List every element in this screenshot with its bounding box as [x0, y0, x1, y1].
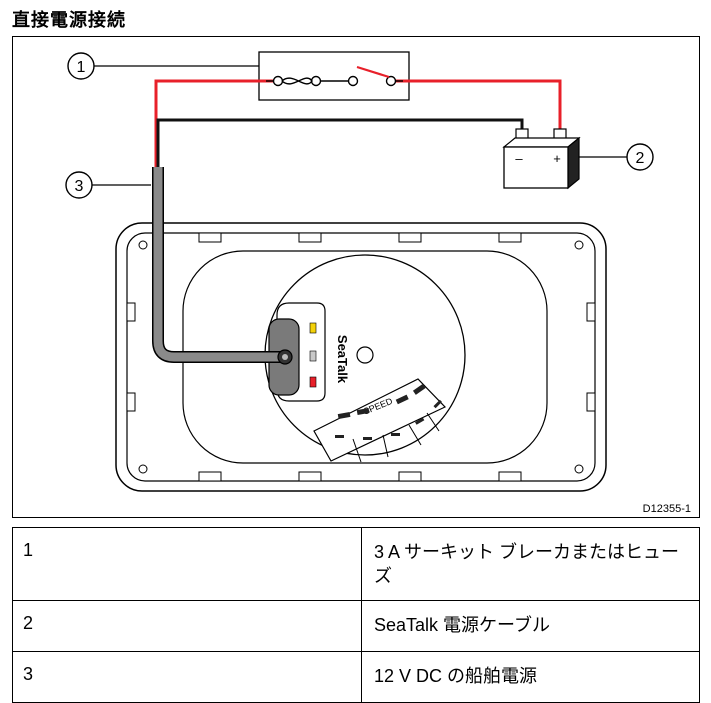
callout-1-label: 1	[77, 59, 86, 76]
instrument-back: SeaTalk SPEED	[264, 254, 466, 463]
legend-number: 1	[12, 527, 362, 601]
seatalk-brand-label: SeaTalk	[335, 335, 350, 384]
legend-row: 2 SeaTalk 電源ケーブル	[12, 600, 700, 652]
legend-description: SeaTalk 電源ケーブル	[361, 600, 700, 652]
wiring-diagram: 1 – +	[12, 36, 700, 518]
figure-id: D12355-1	[642, 503, 691, 515]
legend-description: 12 V DC の船舶電源	[361, 651, 700, 703]
callout-2-circle	[626, 143, 654, 171]
red-positive-wire	[154, 79, 562, 170]
legend-row: 1 3 A サーキット ブレーカまたはヒューズ	[12, 527, 700, 601]
breaker-switch-symbol	[347, 65, 403, 87]
callout-2-label: 2	[636, 150, 645, 167]
fuse-symbol	[266, 75, 349, 87]
legend-number: 2	[12, 600, 362, 652]
legend-table: 1 3 A サーキット ブレーカまたはヒューズ 2 SeaTalk 電源ケーブル…	[12, 527, 700, 703]
page-title: 直接電源接続	[12, 10, 126, 31]
battery: – +	[502, 128, 581, 190]
black-negative-wire	[156, 118, 524, 170]
battery-plus-label: +	[553, 151, 561, 166]
legend-number: 3	[12, 651, 362, 703]
battery-minus-label: –	[515, 151, 523, 166]
legend-description: 3 A サーキット ブレーカまたはヒューズ	[361, 527, 700, 601]
power-cable	[153, 167, 281, 362]
legend-row: 3 12 V DC の船舶電源	[12, 651, 700, 703]
gray-indicator	[309, 350, 317, 362]
red-indicator	[309, 376, 317, 388]
diagram-svg: 1 – +	[65, 51, 654, 492]
callout-3-label: 3	[75, 178, 84, 195]
speed-terminal-block	[313, 378, 447, 462]
yellow-indicator	[309, 322, 317, 334]
